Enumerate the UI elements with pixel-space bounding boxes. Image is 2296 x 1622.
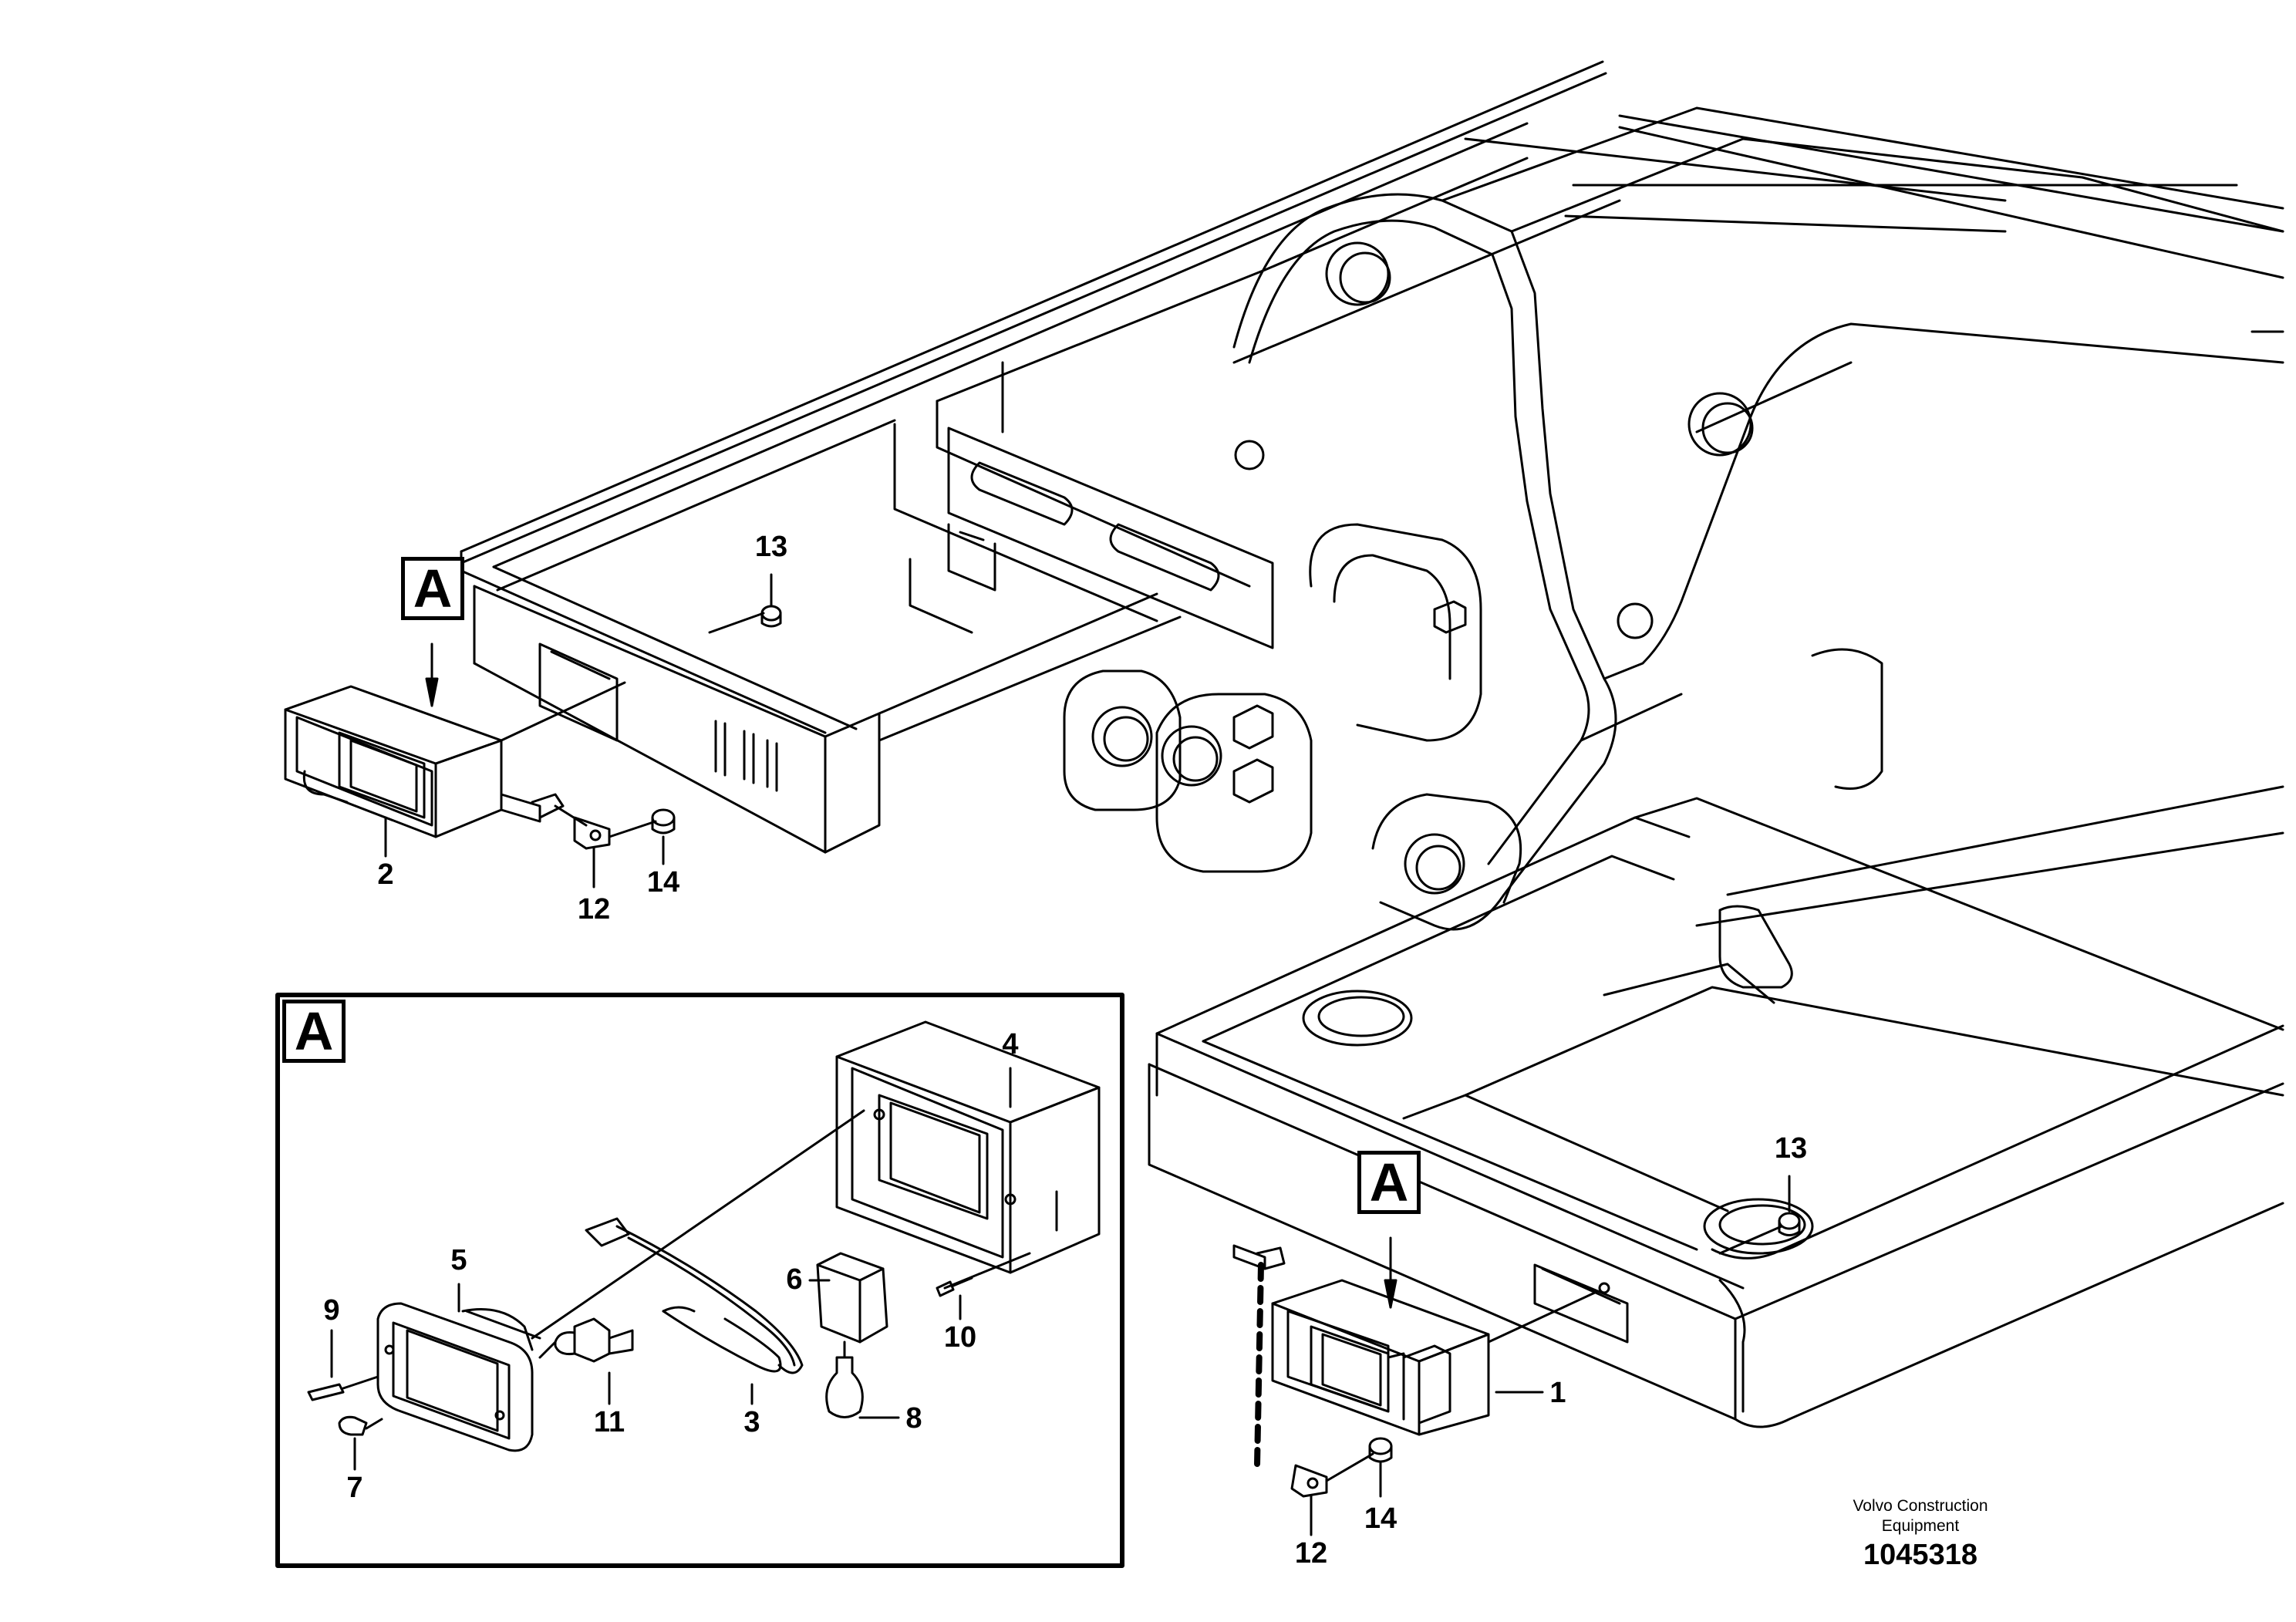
company-line-2: Equipment (1881, 1517, 1960, 1535)
detail-inset-border (275, 993, 1124, 1568)
boom-mount (1063, 106, 2284, 931)
callout-4: 4 (1002, 1028, 1019, 1061)
callout-1: 1 (1549, 1377, 1566, 1409)
callout-11: 11 (593, 1406, 625, 1438)
callout-14-left: 14 (646, 866, 680, 899)
detail-inset-label: A (282, 1000, 346, 1063)
callout-8: 8 (905, 1402, 922, 1435)
detail-inset-parts (307, 1020, 1101, 1471)
right-lamp-assembly (1232, 1212, 1801, 1498)
callout-6: 6 (786, 1263, 803, 1296)
callout-10: 10 (943, 1321, 977, 1354)
company-line-1: Volvo Construction (1853, 1497, 1988, 1515)
upper-frame (460, 60, 2284, 854)
callout-5: 5 (450, 1244, 467, 1276)
lower-right-frame (1148, 330, 2284, 1428)
drawing-number: 1045318 (1863, 1539, 1977, 1571)
callout-12-right: 12 (1294, 1537, 1328, 1570)
left-lamp-assembly (284, 605, 782, 850)
callout-13-left: 13 (754, 531, 788, 563)
detail-marker-a-left: A (401, 557, 464, 620)
company-name: Volvo Construction Equipment (1805, 1496, 2036, 1536)
callout-7: 7 (346, 1472, 363, 1504)
callout-3: 3 (743, 1406, 760, 1438)
callout-13-right: 13 (1774, 1132, 1808, 1165)
callout-14-right: 14 (1364, 1502, 1397, 1535)
callout-2: 2 (377, 858, 394, 891)
callout-12-left: 12 (577, 893, 611, 926)
detail-marker-a-right: A (1357, 1151, 1421, 1214)
callout-9: 9 (323, 1294, 340, 1327)
